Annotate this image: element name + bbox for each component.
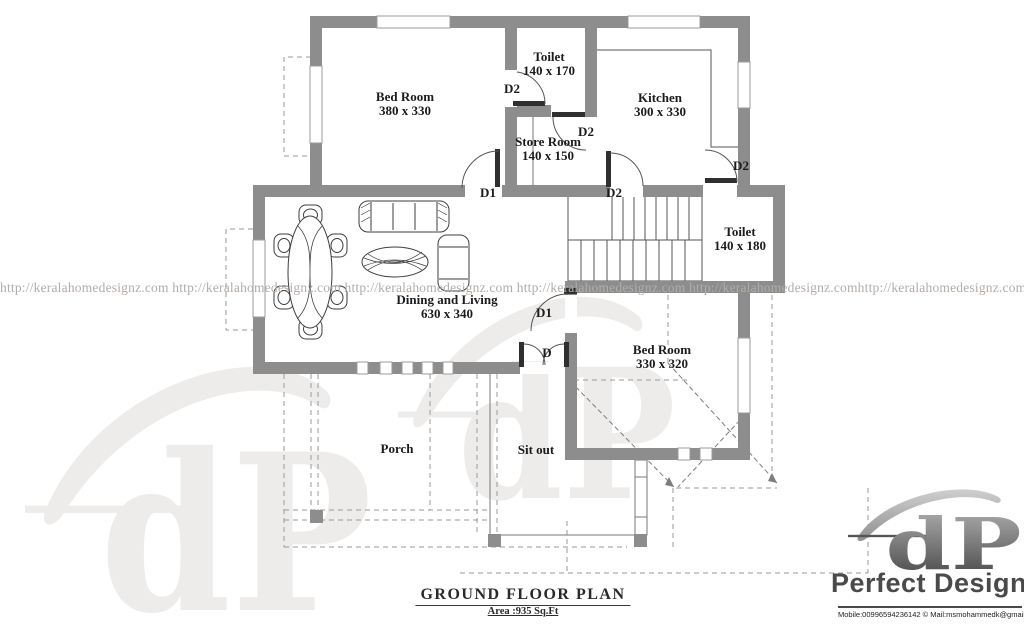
plan-area: Area :935 Sq.Ft: [487, 606, 559, 617]
svg-text:dP: dP: [886, 502, 1022, 586]
sofa-set-icon: [358, 200, 470, 292]
staircase: [567, 195, 703, 282]
room-size: 630 x 340: [421, 306, 473, 321]
room-size: 140 x 170: [523, 63, 575, 78]
room-label-sitout: Sit out: [518, 443, 554, 457]
door-label-d2-kitchen-left: D2: [606, 185, 622, 200]
roof-slope-arrows: [569, 362, 778, 488]
room-label-bedroom1: Bed Room 380 x 330: [376, 90, 434, 118]
room-label-toilet2: Toilet 140 x 180: [714, 225, 766, 253]
room-size: 140 x 150: [522, 148, 574, 163]
door-label-d2-store: D2: [578, 124, 594, 139]
room-name: Bed Room: [632, 342, 692, 357]
watermark-logo-bottom-left: [25, 366, 373, 627]
room-name: Bed Room: [375, 89, 435, 104]
brand-contact: Mobile:00996594236142 © Mail:msmohammedk…: [838, 606, 1024, 619]
room-size: 300 x 330: [634, 104, 686, 119]
plan-title: GROUND FLOOR PLAN: [415, 586, 631, 606]
room-label-bedroom2: Bed Room 330 x 320: [633, 343, 691, 371]
watermark-logo-center: [398, 296, 676, 542]
brand-logo: dP: [848, 489, 1022, 586]
roof-dashed-lines: [225, 56, 869, 574]
room-size: 330 x 320: [635, 356, 688, 371]
door-label-d-double: D: [542, 345, 552, 360]
room-name: Toilet: [533, 49, 565, 64]
room-name: Dining and Living: [396, 292, 498, 307]
watermark-url-row: http://keralahomedesignz.com http://kera…: [0, 280, 1024, 295]
room-label-kitchen: Kitchen 300 x 330: [634, 91, 686, 119]
kitchen-counter: [597, 49, 738, 148]
door-swings: [461, 71, 738, 367]
room-label-porch: Porch: [381, 442, 414, 456]
room-name: Store Room: [515, 134, 581, 149]
windows: [252, 15, 751, 461]
room-name: Porch: [380, 441, 414, 456]
pillars: [310, 510, 647, 547]
room-label-living: Dining and Living 630 x 340: [396, 293, 497, 321]
door-label-d1-bedroom1: D1: [480, 185, 496, 200]
room-name: Sit out: [517, 442, 555, 457]
room-name: Kitchen: [637, 90, 683, 105]
room-name: Toilet: [724, 224, 756, 239]
room-label-toilet1: Toilet 140 x 170: [523, 50, 575, 78]
door-label-d1-bedroom2: D1: [536, 305, 552, 320]
dining-set-icon: [273, 204, 348, 340]
room-size: 380 x 330: [378, 103, 431, 118]
door-label-d2-toilet1: D2: [504, 81, 520, 96]
brand-name: Perfect Design: [830, 568, 1024, 598]
room-label-store: Store Room 140 x 150: [515, 135, 581, 163]
room-size: 140 x 180: [714, 238, 766, 253]
door-label-d2-kitchen-right: D2: [733, 158, 749, 173]
door-openings: [465, 70, 737, 374]
